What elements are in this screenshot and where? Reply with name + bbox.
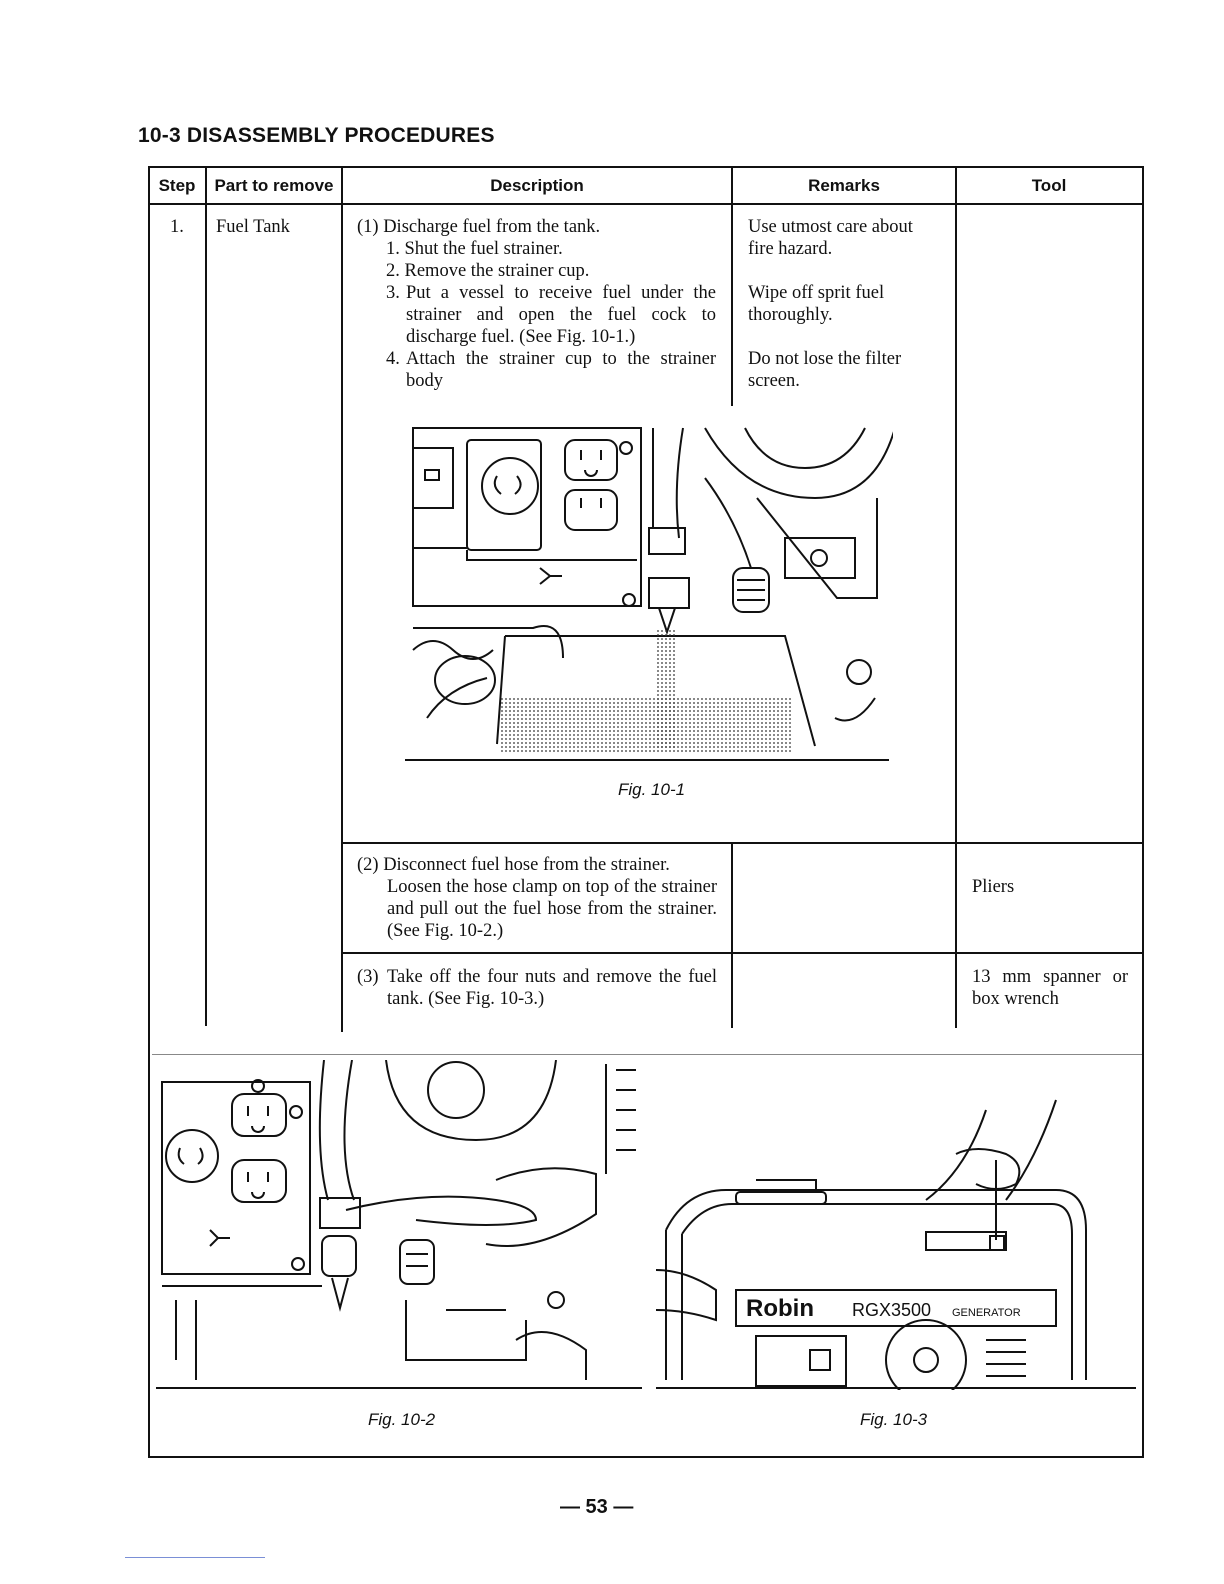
page-number: — 53 — (560, 1496, 634, 1518)
row-divider-2 (341, 952, 1144, 954)
proc1-step1: 1. Shut the fuel strainer. (386, 239, 563, 259)
proc1-step4-num: 4. (386, 349, 400, 369)
fig-10-2-illustration (156, 1060, 642, 1389)
fig-10-2-caption: Fig. 10-2 (368, 1410, 436, 1429)
header-divider (148, 203, 1144, 205)
header-part: Part to remove (214, 176, 334, 195)
proc1-step4: Attach the strainer cup to the strainer … (406, 349, 716, 391)
col-divider-step (205, 166, 207, 1026)
remark-filter-2: screen. (748, 371, 800, 391)
remark-filter-1: Do not lose the filter (748, 349, 902, 369)
proc1-step3: Put a vessel to receive fuel under the s… (406, 283, 716, 347)
procedure-table (148, 166, 1144, 1458)
proc1-title: (1) Discharge fuel from the tank. (357, 217, 601, 237)
proc3-tool: 13 mm spanner or box wrench (972, 967, 1128, 1009)
header-step: Step (158, 176, 196, 195)
fig3-model-label: RGX3500 (852, 1300, 931, 1320)
fig-10-3-illustration: Robin RGX3500 GENERATOR (656, 1099, 1136, 1390)
fig-10-3-caption: Fig. 10-3 (860, 1410, 928, 1429)
footer-rule (125, 1557, 265, 1558)
fig-10-1-illustration (405, 427, 893, 761)
fig3-brand-label: Robin (746, 1295, 814, 1322)
fig-10-1-caption: Fig. 10-1 (618, 780, 686, 799)
figure-area-divider (152, 1054, 1142, 1055)
section-title: 10-3 DISASSEMBLY PROCEDURES (138, 124, 495, 147)
part-name: Fuel Tank (216, 217, 290, 237)
header-description: Description (490, 176, 584, 195)
proc3-num: (3) (357, 967, 379, 987)
step-number: 1. (170, 217, 184, 237)
remark-wipe-2: thoroughly. (748, 305, 833, 325)
fig3-generator-label: GENERATOR (952, 1307, 1021, 1319)
proc2-body: Loosen the hose clamp on top of the stra… (387, 877, 717, 941)
proc1-step3-num: 3. (386, 283, 400, 303)
col-divider-part (341, 166, 343, 1032)
header-tool: Tool (1031, 176, 1067, 195)
proc2-tool: Pliers (972, 877, 1015, 897)
proc1-step2: 2. Remove the strainer cup. (386, 261, 590, 281)
col-divider-remarks (955, 166, 957, 1028)
remark-wipe-1: Wipe off sprit fuel (748, 283, 885, 303)
proc2-title: (2) Disconnect fuel hose from the strain… (357, 855, 670, 875)
col-divider-desc-1 (731, 166, 733, 406)
header-remarks: Remarks (808, 176, 880, 195)
remark-fire-2: fire hazard. (748, 239, 833, 259)
row-divider-1 (341, 842, 1144, 844)
proc3-body: Take off the four nuts and remove the fu… (387, 967, 717, 1009)
remark-fire-1: Use utmost care about (748, 217, 913, 237)
col-divider-desc-2 (731, 842, 733, 1028)
